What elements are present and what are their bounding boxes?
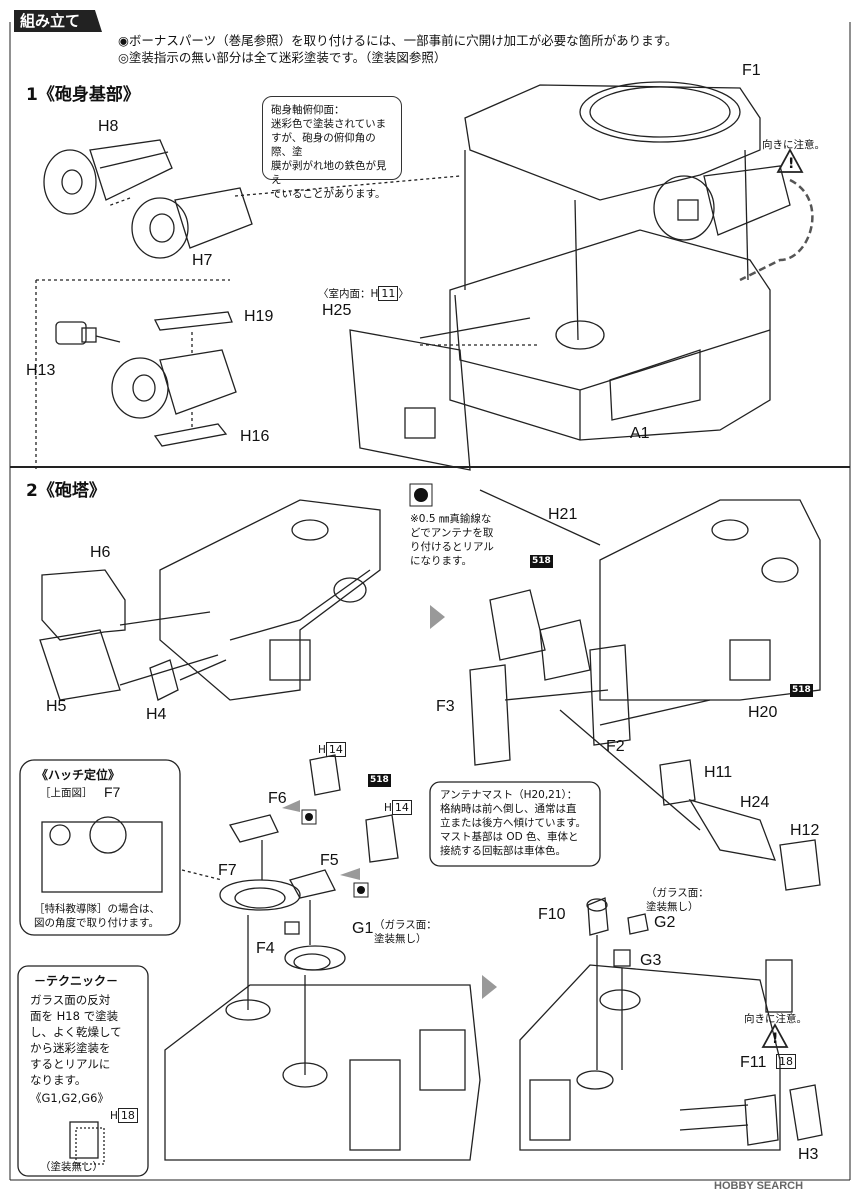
color-code-badge: 518 xyxy=(368,774,391,787)
part-label-h3: H3 xyxy=(798,1146,819,1163)
technique-line: なります。 xyxy=(30,1073,87,1087)
technique-parts-label: 《G1,G2,G6》 xyxy=(30,1091,109,1105)
g1-note-line: （ガラス面： xyxy=(374,919,437,931)
svg-text:!: ! xyxy=(788,156,794,172)
hatch-desc: ［特科教導隊］の場合は、 図の角度で取り付けます。 xyxy=(34,902,160,930)
color-code-badge: 518 xyxy=(790,684,813,697)
part-label-g2: G2 xyxy=(654,914,676,931)
caution-direction-1: 向きに注意。 xyxy=(762,139,825,151)
technique-line: 面を H18 で塗装 xyxy=(30,1009,119,1023)
hatch-part-f7: F7 xyxy=(104,784,121,800)
antenna-title: アンテナマスト（H20,21）： xyxy=(440,789,578,801)
hatch-top-view: ［上面図］ xyxy=(40,787,93,799)
h-prefix: H xyxy=(110,1110,118,1122)
callout-line: 迷彩色で塗装されていま xyxy=(271,118,387,130)
g2-note-line: （ガラス面： xyxy=(646,887,709,899)
part-label-h8: H8 xyxy=(98,118,119,135)
callout-barrel-axis: 砲身軸俯仰面： 迷彩色で塗装されていま すが、砲身の俯仰角の際、塗 膜が剥がれ地… xyxy=(262,96,402,200)
interior-note-num: 11 xyxy=(378,286,399,301)
g1-note-line: 塗装無し） xyxy=(374,933,427,945)
h-num: 14 xyxy=(391,800,412,815)
note-camouflage: ◎塗装指示の無い部分は全て迷彩塗装です。（塗装図参照） xyxy=(118,50,447,65)
part-label-h5: H5 xyxy=(46,698,67,715)
f11-color-tag: 18 xyxy=(776,1054,796,1069)
note-line: ※0.5 ㎜真鍮線な xyxy=(410,513,492,525)
antenna-mast-note: アンテナマスト（H20,21）： 格納時は前へ倒し、通常は直 立または後方へ傾け… xyxy=(440,788,596,858)
technique-text: ガラス面の反対 面を H18 で塗装 し、よく乾燥して から迷彩塗装を するとリ… xyxy=(30,992,122,1088)
interior-note-end: 〉 xyxy=(398,288,409,300)
part-label-h21: H21 xyxy=(548,506,578,523)
part-label-h25: H25 xyxy=(322,302,352,319)
watermark-logo: HOBBY SEARCH xyxy=(714,1180,804,1192)
part-label-a1: A1 xyxy=(630,425,650,442)
part-label-f11: F11 xyxy=(740,1054,767,1071)
technique-line: ガラス面の反対 xyxy=(30,993,111,1007)
part-label-f7: F7 xyxy=(218,862,237,879)
part-label-h16: H16 xyxy=(240,428,270,445)
part-label-h6: H6 xyxy=(90,544,111,561)
callout-line: 砲身軸俯仰面： xyxy=(271,104,345,116)
part-label-h13: H13 xyxy=(26,362,56,379)
hatch-box-title: 《ハッチ定位》 xyxy=(36,768,121,782)
callout-line: ていることがあります。 xyxy=(271,188,386,200)
note-line: どでアンテナを取 xyxy=(410,527,494,539)
technique-unpainted: （塗装無し） xyxy=(40,1161,103,1173)
part-label-f6: F6 xyxy=(268,790,287,807)
part-label-f4: F4 xyxy=(256,940,275,957)
note-line: になります。 xyxy=(410,555,472,567)
antenna-line: 立または後方へ傾けています。 xyxy=(440,817,586,829)
technique-line: し、よく乾燥して xyxy=(30,1025,122,1039)
part-label-h12: H12 xyxy=(790,822,820,839)
part-label-f3: F3 xyxy=(436,698,455,715)
step2-title: 2《砲塔》 xyxy=(26,481,106,501)
section-tab-assembly: 組み立て xyxy=(14,10,102,32)
hatch-desc-line: ［特科教導隊］の場合は、 xyxy=(34,903,160,915)
part-label-f2: F2 xyxy=(606,738,625,755)
callout-line: すが、砲身の俯仰角の際、塗 xyxy=(271,132,376,158)
h-num: 14 xyxy=(325,742,346,757)
note-bonus-parts: ◉ボーナスパーツ（巻尾参照）を取り付けるには、一部事前に穴開け加工が必要な箇所が… xyxy=(118,33,678,48)
g1-glass-note: （ガラス面： 塗装無し） xyxy=(374,918,437,946)
interior-note-text: 〈室内面：H xyxy=(318,288,379,300)
antenna-line: 接続する回転部は車体色。 xyxy=(440,845,566,857)
part-label-g1: G1 xyxy=(352,920,374,937)
color-code-badge: 518 xyxy=(530,555,553,568)
g2-glass-note: （ガラス面： 塗装無し） xyxy=(646,886,709,914)
part-label-h20: H20 xyxy=(748,704,778,721)
brass-wire-note: ※0.5 ㎜真鍮線な どでアンテナを取 り付けるとリアル になります。 xyxy=(410,512,494,568)
g2-note-line: 塗装無し） xyxy=(646,901,699,913)
caution-direction-2: 向きに注意。 xyxy=(744,1013,807,1025)
part-label-h7: H7 xyxy=(192,252,213,269)
part-label-f5: F5 xyxy=(320,852,339,869)
technique-line: から迷彩塗装を xyxy=(30,1041,111,1055)
part-label-h11: H11 xyxy=(704,764,733,781)
part-label-h4: H4 xyxy=(146,706,167,723)
note-line: り付けるとリアル xyxy=(410,541,494,553)
part-label-g3: G3 xyxy=(640,952,662,969)
h-num: 18 xyxy=(117,1108,138,1123)
h-prefix: H xyxy=(384,802,392,814)
part-label-h19: H19 xyxy=(244,308,274,325)
callout-line: 膜が剥がれ地の鉄色が見え xyxy=(271,160,387,186)
hatch-desc-line: 図の角度で取り付けます。 xyxy=(34,917,159,929)
antenna-line: 格納時は前へ倒し、通常は直 xyxy=(440,803,577,815)
part-label-f1: F1 xyxy=(742,62,761,79)
technique-line: するとリアルに xyxy=(30,1057,111,1071)
part-label-h24: H24 xyxy=(740,794,770,811)
technique-title: －テクニック－ xyxy=(34,974,119,988)
part-label-f10: F10 xyxy=(538,906,566,923)
antenna-line: マスト基部は OD 色、車体と xyxy=(440,831,579,843)
step1-title: 1《砲身基部》 xyxy=(26,85,140,105)
svg-text:!: ! xyxy=(772,1031,778,1047)
h-prefix: H xyxy=(318,744,326,756)
